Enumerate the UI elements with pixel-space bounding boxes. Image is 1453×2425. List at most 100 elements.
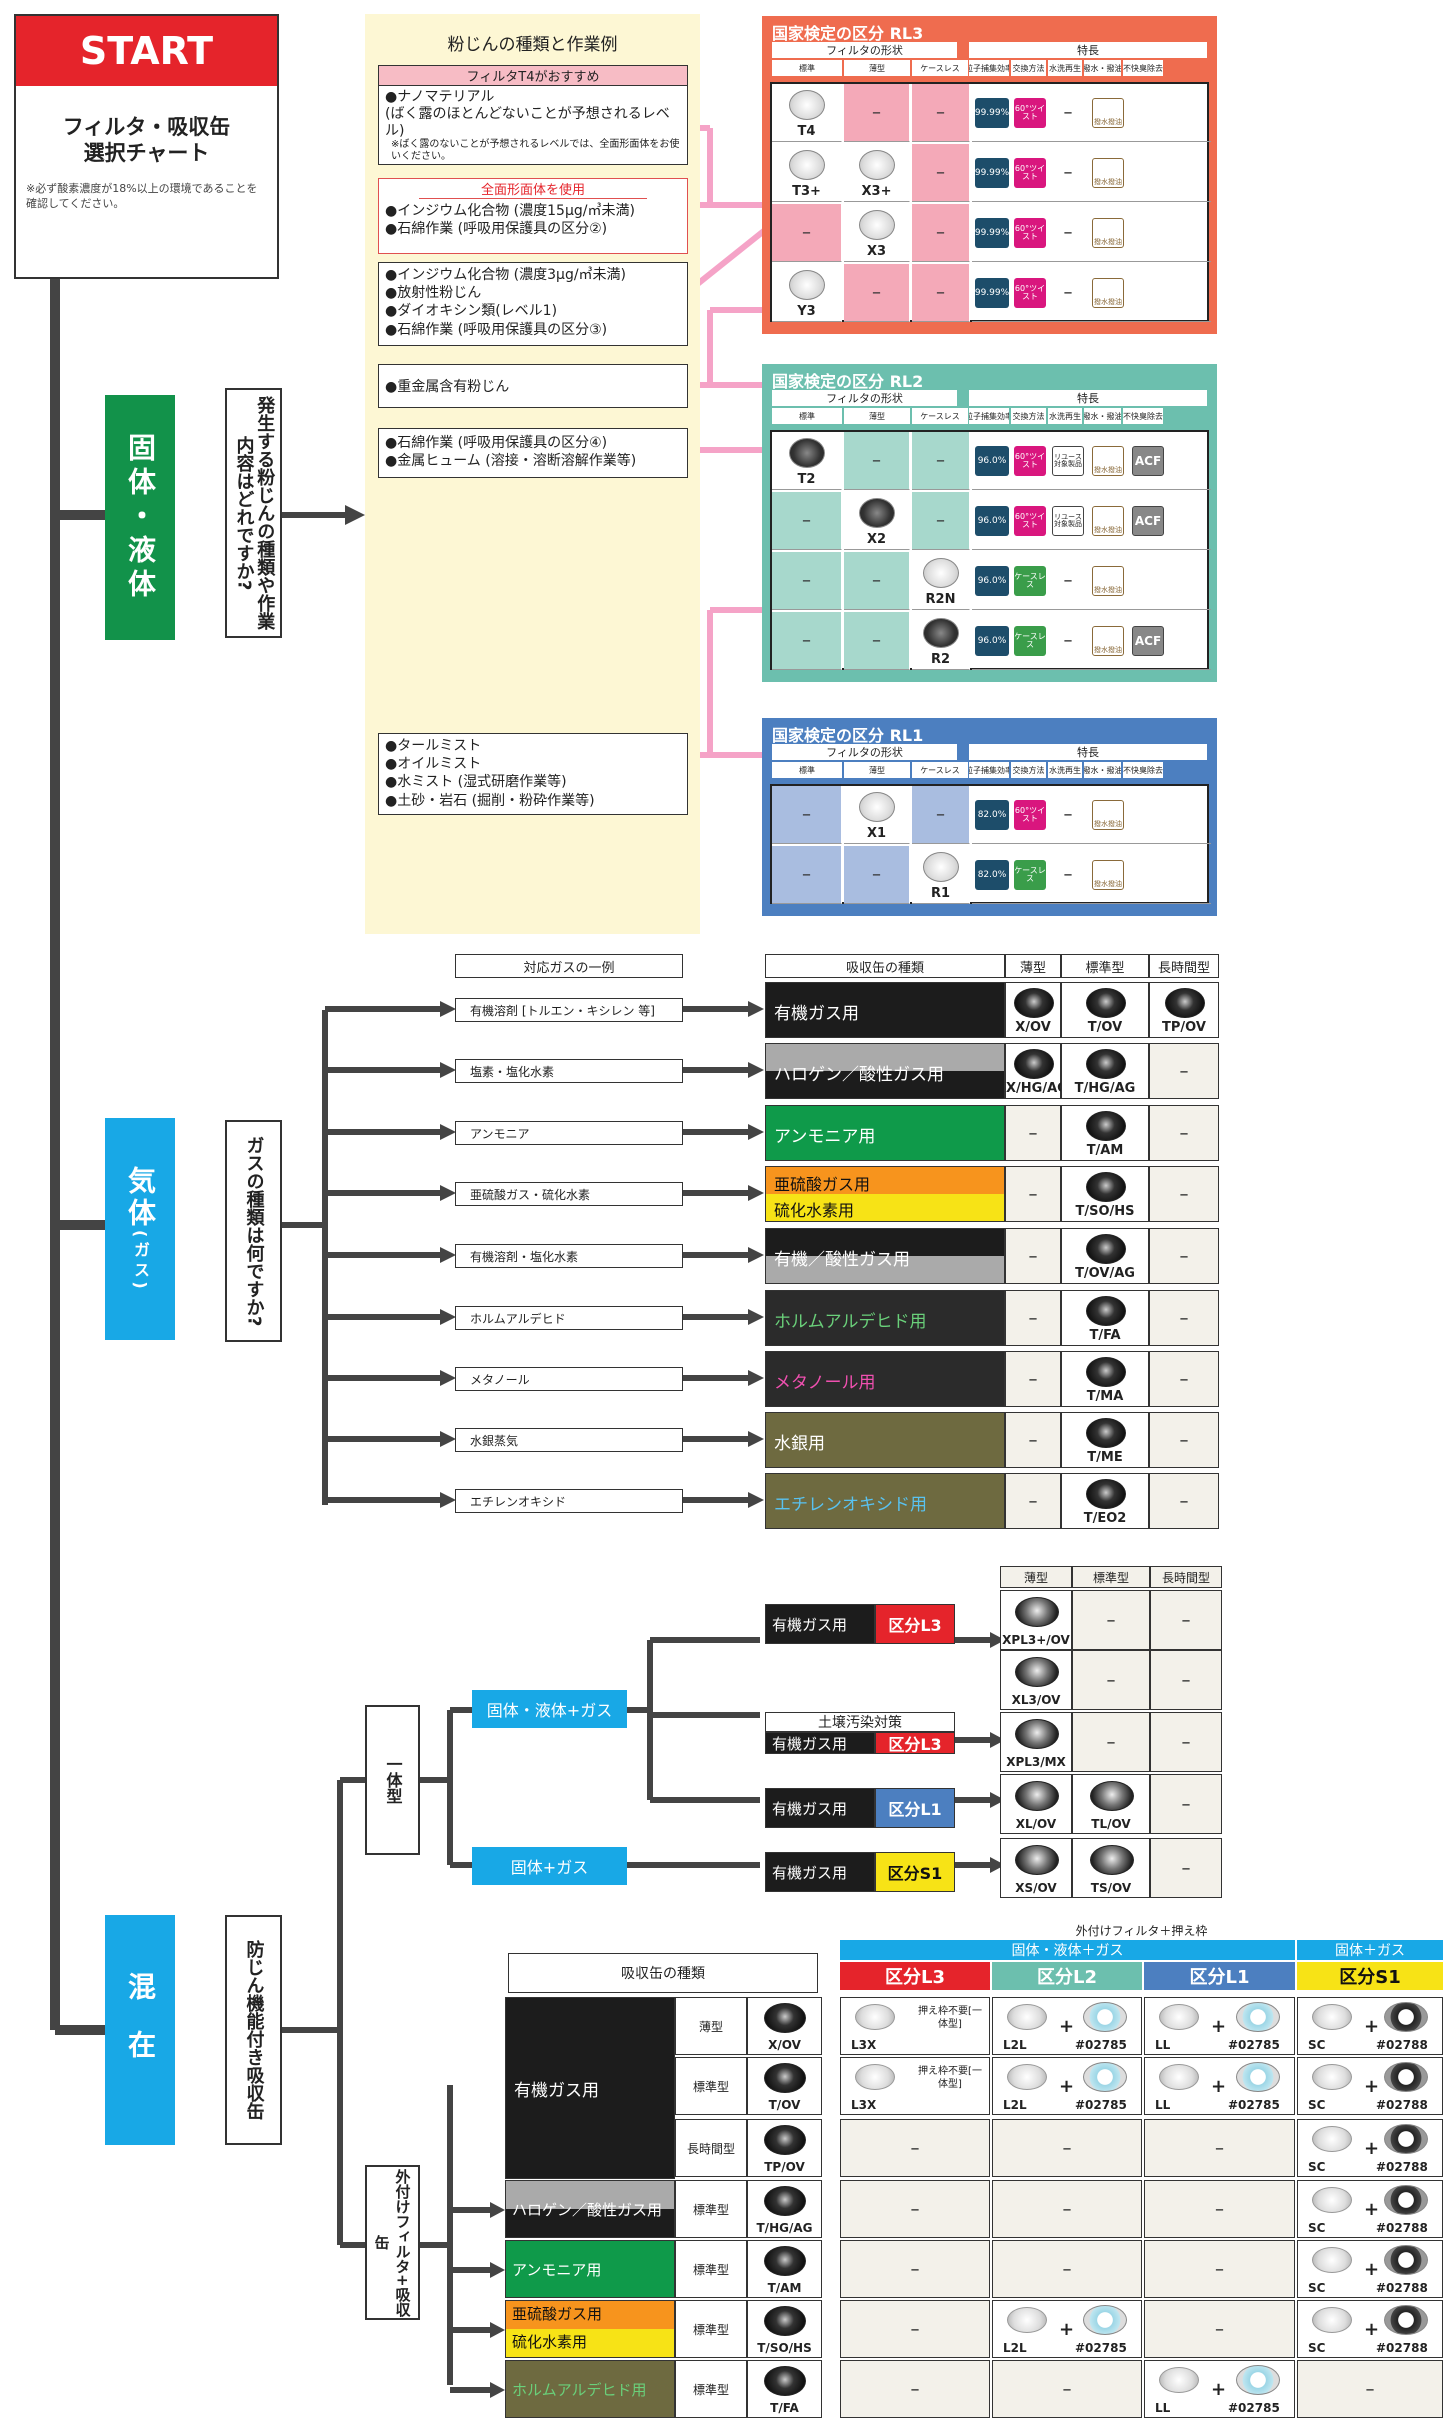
canister-type[interactable]: ハロゲン／酸性ガス用	[765, 1043, 1005, 1099]
rl-shape-cell[interactable]: X3	[844, 204, 910, 262]
filter-image-icon	[1312, 2247, 1352, 2273]
dust-group-2[interactable]: 全面形面体を使用 ●インジウム化合物 (濃度15μg/㎥未満)●石綿作業 (呼吸…	[378, 178, 688, 254]
ext-filter-cell[interactable]: LL+#02785	[1144, 1997, 1295, 2055]
ext-canister-type[interactable]: ホルムアルデヒド用	[505, 2360, 675, 2418]
ext-filter-cell[interactable]: L2L+#02785	[992, 1997, 1142, 2055]
dash: –	[802, 510, 811, 531]
canister-type-label: 亜硫酸ガス用	[774, 1175, 871, 1194]
filter-image-icon	[1159, 2004, 1199, 2030]
gas-example[interactable]: エチレンオキシド	[455, 1489, 683, 1513]
rl-shape-cell[interactable]: X3+	[844, 144, 910, 202]
canister-image-icon	[764, 2366, 806, 2396]
canister-type[interactable]: 水銀用	[765, 1412, 1005, 1468]
mixed-canister-cell[interactable]: XPL3/MX	[1000, 1712, 1072, 1772]
rl-shape-cell[interactable]: T3+	[772, 144, 842, 202]
dust-group-5[interactable]: ●石綿作業 (呼吸用保護具の区分④)●金属ヒューム (溶接・溶断溶解作業等)	[378, 428, 688, 478]
holder-frame-part: #02788	[1376, 2160, 1428, 2174]
canister-type[interactable]: 有機ガス用	[765, 982, 1005, 1038]
rl-shape-cell[interactable]: X1	[844, 786, 910, 844]
mixed-canister-cell[interactable]: XPL3+/OV	[1000, 1590, 1072, 1650]
ext-canister-cell[interactable]: T/OV	[747, 2057, 822, 2115]
ext-filter-cell[interactable]: SC+#02788	[1297, 2057, 1443, 2115]
canister-cell[interactable]: T/AM	[1061, 1105, 1149, 1161]
rl-shape-cell[interactable]: T4	[772, 84, 842, 142]
rl-shape-cell[interactable]: X2	[844, 492, 910, 550]
rl-shape-cell[interactable]: R2N	[912, 552, 970, 610]
mixed-canister-type[interactable]: 有機ガス用	[765, 1732, 875, 1754]
canister-type[interactable]: メタノール用	[765, 1351, 1005, 1407]
ext-canister-cell[interactable]: TP/OV	[747, 2119, 822, 2177]
canister-type[interactable]: ホルムアルデヒド用	[765, 1290, 1005, 1346]
ext-filter-cell[interactable]: SC+#02788	[1297, 2300, 1443, 2358]
mixed-canister-type[interactable]: 有機ガス用	[765, 1788, 875, 1828]
ext-filter-cell[interactable]: L2L+#02785	[992, 2300, 1142, 2358]
ext-canister-type[interactable]: 亜硫酸ガス用硫化水素用	[505, 2300, 675, 2358]
mixed-canister-type[interactable]: 有機ガス用	[765, 1604, 875, 1644]
canister-cell[interactable]: T/HG/AG	[1061, 1043, 1149, 1099]
rl-shape-cell[interactable]: T2	[772, 432, 842, 490]
canister-cell[interactable]: T/MA	[1061, 1351, 1149, 1407]
dust-group-6[interactable]: ●タールミスト●オイルミスト●水ミスト (湿式研磨作業等)●土砂・岩石 (掘削・…	[378, 733, 688, 815]
mixed-canister-cell[interactable]: TS/OV	[1072, 1838, 1150, 1898]
gas-example[interactable]: 有機溶剤・塩化水素	[455, 1244, 683, 1268]
dash: –	[1028, 1429, 1038, 1451]
dust-group-3[interactable]: ●インジウム化合物 (濃度3μg/㎥未満)●放射性粉じん●ダイオキシン類(レベル…	[378, 262, 688, 346]
canister-image-icon	[764, 2125, 806, 2155]
rl-shape-cell[interactable]: Y3	[772, 264, 842, 322]
ext-filter-cell[interactable]: SC+#02788	[1297, 2180, 1443, 2238]
ext-canister-type[interactable]: 有機ガス用	[505, 1997, 675, 2179]
ext-canister-cell[interactable]: T/SO/HS	[747, 2300, 822, 2358]
ext-filter-cell[interactable]: LL+#02785	[1144, 2360, 1295, 2418]
dust-group-4[interactable]: ●重金属含有粉じん	[378, 364, 688, 408]
canister-cell[interactable]: T/SO/HS	[1061, 1166, 1149, 1222]
canister-cell[interactable]: TP/OV	[1149, 982, 1219, 1038]
rl-col-header: 粒子捕集効率	[969, 60, 1009, 76]
filter-image-icon	[859, 210, 895, 240]
mixed-canister-cell[interactable]: XL/OV	[1000, 1774, 1072, 1834]
holder-frame-part: #02785	[1075, 2098, 1127, 2112]
gas-example[interactable]: ホルムアルデヒド	[455, 1306, 683, 1330]
canister-cell[interactable]: X/OV	[1005, 982, 1061, 1038]
canister-cell[interactable]: T/ME	[1061, 1412, 1149, 1468]
ext-canister-cell[interactable]: T/FA	[747, 2360, 822, 2418]
rl-shape-cell[interactable]: R2	[912, 612, 970, 670]
rl-shape-cell[interactable]: R1	[912, 846, 970, 904]
canister-cell[interactable]: T/FA	[1061, 1290, 1149, 1346]
mixed-canister-cell[interactable]: TL/OV	[1072, 1774, 1150, 1834]
ext-canister-type[interactable]: ハロゲン／酸性ガス用	[505, 2180, 675, 2238]
gas-example[interactable]: アンモニア	[455, 1121, 683, 1145]
gas-example[interactable]: 塩素・塩化水素	[455, 1059, 683, 1083]
canister-cell[interactable]: T/OV/AG	[1061, 1228, 1149, 1284]
ext-filter-cell[interactable]: L2L+#02785	[992, 2057, 1142, 2115]
ext-canister-cell[interactable]: T/HG/AG	[747, 2180, 822, 2238]
gas-example[interactable]: メタノール	[455, 1367, 683, 1391]
mixed-canister-cell[interactable]: XL3/OV	[1000, 1650, 1072, 1710]
category-gas-label: 気体	[124, 1165, 157, 1230]
ext-canister-cell[interactable]: X/OV	[747, 1997, 822, 2055]
canister-image-icon	[1165, 988, 1205, 1018]
ext-filter-cell[interactable]: LL+#02785	[1144, 2057, 1295, 2115]
mixed-canister-type[interactable]: 有機ガス用	[765, 1852, 875, 1892]
gas-example[interactable]: 水銀蒸気	[455, 1428, 683, 1452]
ext-filter-cell[interactable]: SC+#02788	[1297, 2119, 1443, 2177]
mixed-canister-cell[interactable]: XS/OV	[1000, 1838, 1072, 1898]
filter-image-icon	[923, 618, 959, 648]
ext-filter-cell[interactable]: SC+#02788	[1297, 2240, 1443, 2298]
gas-example[interactable]: 有機溶剤 [トルエン・キシレン 等]	[455, 998, 683, 1022]
gas-example[interactable]: 亜硫酸ガス・硫化水素	[455, 1182, 683, 1206]
ext-filter-cell[interactable]: SC+#02788	[1297, 1997, 1443, 2055]
canister-type[interactable]: アンモニア用	[765, 1105, 1005, 1161]
ext-canister-cell[interactable]: T/AM	[747, 2240, 822, 2298]
canister-cell[interactable]: T/EO2	[1061, 1473, 1149, 1529]
canister-cell[interactable]: T/OV	[1061, 982, 1149, 1038]
canister-cell[interactable]: X/HG/AG	[1005, 1043, 1068, 1099]
gas-head-example: 対応ガスの一例	[455, 954, 683, 978]
canister-type[interactable]: エチレンオキシド用	[765, 1473, 1005, 1529]
ext-canister-type[interactable]: アンモニア用	[505, 2240, 675, 2298]
canister-type[interactable]: 亜硫酸ガス用硫化水素用	[765, 1166, 1005, 1222]
canister-type[interactable]: 有機／酸性ガス用	[765, 1228, 1005, 1284]
dust-group-1[interactable]: フィルタT4がおすすめ ●ナノマテリアル(ばく露のほとんどないことが予想されるレ…	[378, 65, 688, 165]
